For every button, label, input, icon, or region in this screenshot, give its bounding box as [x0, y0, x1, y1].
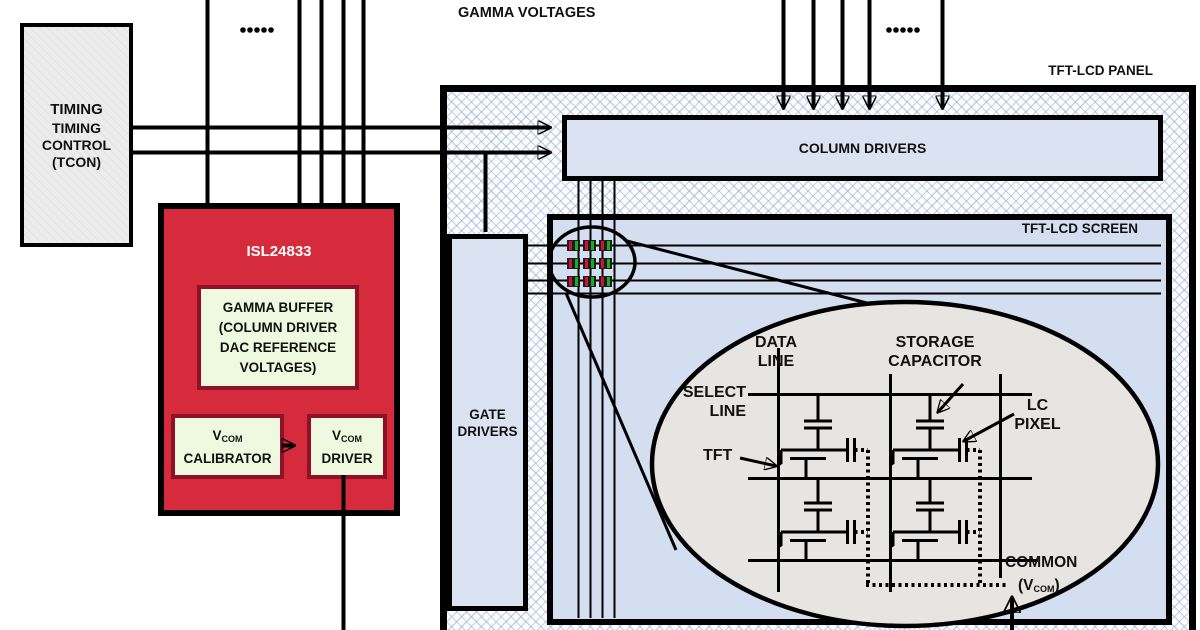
ellipsis-dots-right [886, 27, 920, 33]
tcon-line4: (TCON) [52, 153, 101, 170]
common-vcom-label: (VCOM) [1018, 577, 1060, 594]
data-line-label: DATA LINE [754, 334, 798, 370]
ellipsis-dots-left [240, 27, 274, 33]
common-label: COMMON [1005, 554, 1078, 571]
gamma-lines-left [205, 0, 366, 203]
storage-capacitor-arrow [938, 383, 965, 412]
gamma-buffer-box: GAMMA BUFFER (COLUMN DRIVER DAC REFERENC… [197, 285, 359, 390]
tcon-title: TIMING [50, 100, 103, 118]
tft-label: TFT [703, 447, 733, 464]
storage-capacitor-label: STORAGE CAPACITOR [888, 334, 982, 370]
isl24833-title: ISL24833 [246, 243, 312, 260]
select-line-label: SELECT LINE [682, 384, 746, 420]
vcom-driver-box: VCOM DRIVER [307, 414, 387, 479]
tcon-line2: TIMING [52, 119, 101, 136]
pixel-zoom-circle [547, 225, 637, 299]
callout-line-bottom [564, 292, 678, 551]
pixel-schematic [739, 348, 1038, 630]
tft-arrow [739, 456, 776, 466]
gate-drivers-box: GATE DRIVERS [447, 234, 528, 611]
pixel-array [547, 225, 637, 299]
tft-lcd-screen-label: TFT-LCD SCREEN [1021, 221, 1138, 236]
gate-drivers-label: GATE DRIVERS [457, 406, 518, 439]
tcon-line3: CONTROL [41, 136, 112, 153]
gamma-voltages-label: GAMMA VOLTAGES [458, 5, 596, 21]
tft-lcd-panel-label: TFT-LCD PANEL [1048, 63, 1153, 78]
tcon-lines [130, 128, 550, 232]
vcom-calibrator-box: VCOM CALIBRATOR [171, 414, 284, 479]
lc-pixel-label: LC PIXEL [1014, 397, 1061, 433]
select-lines [527, 244, 1161, 295]
data-lines [577, 180, 616, 618]
isl24833-block: ISL24833 GAMMA BUFFER (COLUMN DRIVER DAC… [158, 203, 400, 516]
timing-control-box: TIMING TIMING CONTROL (TCON) [20, 23, 133, 247]
lc-pixel-arrow [964, 412, 1015, 441]
column-drivers-label: COLUMN DRIVERS [798, 140, 927, 156]
gamma-lines-right [784, 0, 943, 108]
column-drivers-box: COLUMN DRIVERS [562, 115, 1163, 181]
